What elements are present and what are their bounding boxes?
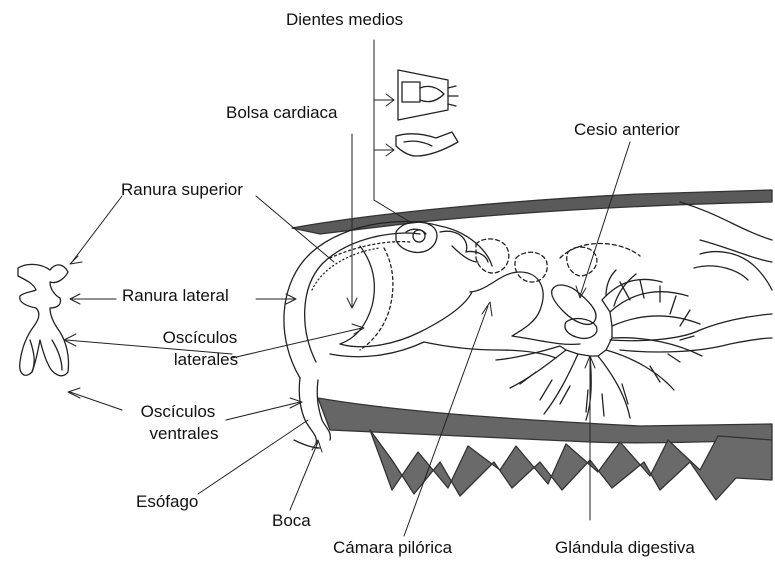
dorsal-wall-inner-line xyxy=(680,202,772,240)
lobe-1 xyxy=(515,252,547,282)
label-osciculos-laterales-1: Oscículos xyxy=(150,328,250,348)
ossicle-band xyxy=(340,292,472,347)
dorsal-wall-inner-line-2 xyxy=(700,240,772,262)
lateral-groove xyxy=(312,248,380,290)
label-boca: Boca xyxy=(272,511,311,531)
ossicle-detail-figure xyxy=(18,264,69,375)
caecum-2 xyxy=(565,319,597,339)
mill-fold xyxy=(440,231,488,262)
pyloric-lower xyxy=(424,342,556,358)
lateral-ossicles-2 xyxy=(360,248,393,350)
dashed-loop xyxy=(476,239,509,273)
middle-teeth-icon xyxy=(396,70,458,156)
dorsal-wall xyxy=(292,190,772,234)
label-osciculos-laterales-2: laterales xyxy=(156,350,256,370)
ossicle-band-2 xyxy=(330,342,424,357)
label-glandula-digestiva: Glándula digestiva xyxy=(555,538,695,558)
label-osciculos-ventrales-1: Oscículos xyxy=(128,402,228,422)
right-loop-2 xyxy=(694,266,748,280)
cardiac-stomach-outline xyxy=(284,222,492,378)
top-dashed-loop xyxy=(560,244,640,259)
gastric-mill xyxy=(396,222,437,253)
label-osciculos-ventrales-2: ventrales xyxy=(134,424,234,444)
mill-fold-2 xyxy=(452,246,478,262)
label-camara-pilorica: Cámara pilórica xyxy=(333,538,452,558)
label-cesio-anterior: Cesio anterior xyxy=(574,120,680,140)
right-loop xyxy=(700,252,772,290)
pyloric-chamber-outline xyxy=(470,272,580,344)
digestive-gland-fan xyxy=(496,270,702,420)
label-esofago: Esófago xyxy=(136,492,198,512)
label-ranura-lateral: Ranura lateral xyxy=(122,286,229,306)
lobe-2 xyxy=(567,247,597,276)
esophagus xyxy=(299,378,316,444)
label-ranura-superior: Ranura superior xyxy=(121,180,243,200)
label-bolsa-cardiaca: Bolsa cardiaca xyxy=(226,103,338,123)
ventral-wall xyxy=(318,398,772,443)
label-dientes-medios: Dientes medios xyxy=(286,10,403,30)
